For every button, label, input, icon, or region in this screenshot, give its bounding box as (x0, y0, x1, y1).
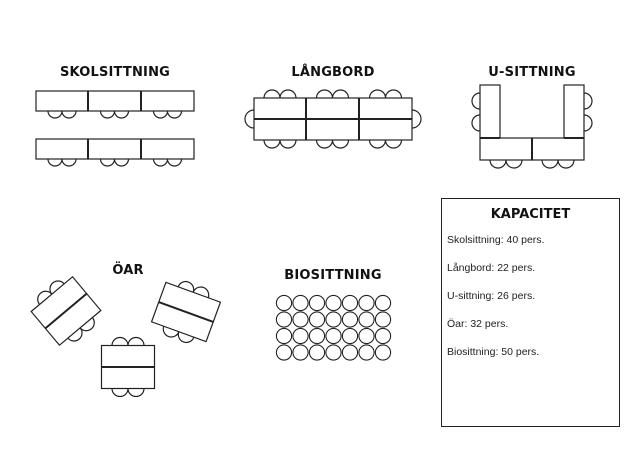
table-group (30, 275, 102, 347)
seat (358, 311, 375, 328)
seat (292, 294, 309, 312)
chair (583, 114, 593, 132)
oar-title: ÖAR (112, 263, 144, 278)
chair (279, 139, 297, 149)
chair (127, 388, 145, 398)
seat (374, 311, 392, 328)
chair (79, 317, 95, 332)
chair (177, 280, 195, 293)
seat (325, 294, 342, 312)
table (35, 138, 195, 160)
chair (47, 158, 63, 167)
chair (177, 331, 195, 344)
chair (368, 139, 387, 149)
seat (275, 327, 293, 345)
table (531, 137, 585, 161)
seat (308, 294, 326, 312)
seat (341, 294, 359, 312)
seat (341, 344, 359, 361)
chair (37, 290, 53, 305)
chair (541, 159, 559, 169)
biosittning-title: BIOSITTNING (284, 268, 382, 283)
chair (384, 89, 403, 99)
table (479, 84, 501, 139)
table (563, 84, 585, 139)
seat (292, 327, 309, 345)
seat (308, 327, 326, 345)
capacity-u-sittning: U-sittning: 26 pers. (447, 290, 536, 302)
chair (331, 139, 350, 149)
chair (152, 158, 169, 167)
chair (471, 92, 481, 110)
seat (308, 311, 326, 328)
seat (374, 327, 392, 345)
chair (67, 327, 83, 342)
chair (61, 158, 77, 167)
chair (331, 89, 350, 99)
langbord-title: LÅNGBORD (291, 65, 375, 80)
chair (315, 89, 334, 99)
chair (263, 89, 281, 99)
skolsittning-title: SKOLSITTNING (59, 65, 171, 80)
chair (111, 336, 129, 346)
seat (374, 344, 392, 361)
table-group (100, 336, 156, 398)
table-divider (44, 292, 88, 330)
seat (275, 294, 293, 312)
table-divider (158, 301, 214, 323)
chair (192, 286, 210, 298)
table (35, 90, 195, 112)
table-group (150, 280, 222, 344)
chair (152, 110, 169, 119)
seat (292, 344, 309, 361)
chair (279, 89, 297, 99)
seat (325, 311, 342, 328)
seat (292, 311, 309, 328)
chair (368, 89, 387, 99)
chair (166, 158, 183, 167)
seat (275, 344, 293, 361)
chair (583, 92, 593, 110)
seat (358, 294, 375, 312)
chair (557, 159, 575, 169)
u-sittning-title: U-SITTNING (488, 65, 576, 80)
chair (162, 326, 180, 338)
chair (61, 110, 77, 119)
chair (166, 110, 183, 119)
chair (49, 280, 65, 295)
seat (325, 327, 342, 345)
chair (113, 158, 130, 167)
chair (489, 159, 507, 169)
chair (111, 388, 129, 398)
capacity-biosittning: Biosittning: 50 pers. (447, 346, 540, 358)
seat (275, 311, 293, 328)
table (479, 137, 533, 161)
capacity-title: KAPACITET (490, 207, 571, 222)
chair (384, 139, 403, 149)
capacity-langbord: Långbord: 22 pers. (447, 262, 536, 274)
chair (505, 159, 523, 169)
capacity-oar: Öar: 32 pers. (447, 318, 509, 330)
seat (358, 344, 375, 361)
chair (47, 110, 63, 119)
capacity-box: KAPACITET Skolsittning: 40 pers. Långbor… (441, 198, 620, 427)
chair (127, 336, 145, 346)
chair (113, 110, 130, 119)
chair (411, 109, 422, 129)
chair (244, 109, 255, 129)
chair (99, 110, 116, 119)
seat (358, 327, 375, 345)
seat (374, 294, 392, 312)
seat (325, 344, 342, 361)
capacity-skolsittning: Skolsittning: 40 pers. (447, 234, 545, 246)
seat (341, 311, 359, 328)
chair (99, 158, 116, 167)
chair (263, 139, 281, 149)
seat (308, 344, 326, 361)
chair (315, 139, 334, 149)
chair (471, 114, 481, 132)
seat (341, 327, 359, 345)
